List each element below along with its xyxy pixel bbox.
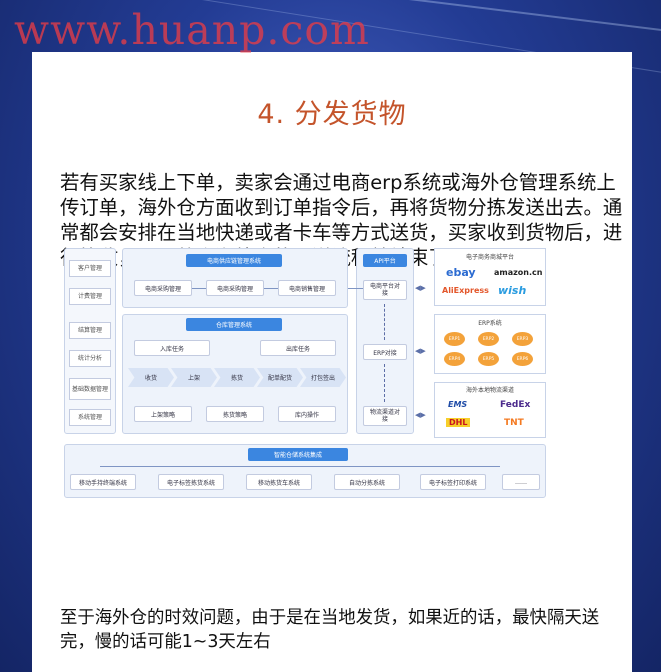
support-item: 电子标签拣货系统 — [158, 474, 224, 490]
outbound-task: 出库任务 — [260, 340, 336, 356]
api-header: API平台 — [363, 254, 407, 267]
ecommerce-step: 电商采购管理 — [206, 280, 264, 296]
strategy: 上架策略 — [134, 406, 192, 422]
flow-step: 收货 — [128, 368, 174, 387]
connector — [100, 466, 500, 467]
tnt-logo: TNT — [504, 418, 524, 428]
aliexpress-logo: AliExpress — [442, 286, 489, 295]
dhl-logo: DHL — [446, 418, 471, 427]
warehouse-system-diagram: 客户管理 计费管理 结算管理 统计分析 基础数据管理 系统管理 电商供应链管理系… — [64, 248, 564, 578]
connector — [264, 288, 278, 289]
dashed-connector — [384, 364, 385, 402]
side-item: 基础数据管理 — [69, 378, 111, 400]
api-item: 物流渠道对接 — [363, 406, 407, 426]
support-item: 自动分拣系统 — [334, 474, 400, 490]
connector — [192, 288, 206, 289]
erp-item: ERP3 — [512, 332, 533, 346]
erp-item: ERP6 — [512, 352, 533, 366]
api-item: 电商平台对接 — [363, 280, 407, 300]
platform-box-title: 电子商务商城平台 — [465, 254, 514, 261]
erp-item: ERP4 — [444, 352, 465, 366]
section-title: 4. 分发货物 — [257, 99, 407, 130]
watermark: www.huanp.com — [14, 6, 370, 54]
support-item: 电子标签打印系统 — [420, 474, 486, 490]
logistics-box — [434, 382, 546, 438]
side-item: 结算管理 — [69, 322, 111, 339]
api-item: ERP对接 — [363, 344, 407, 360]
support-item: …… — [502, 474, 540, 490]
ebay-logo: ebay — [446, 266, 476, 279]
paragraph-timing: 至于海外仓的时效问题，由于是在当地发货，如果近的话，最快隔天送完，慢的话可能1~… — [60, 608, 600, 652]
side-item: 计费管理 — [69, 288, 111, 305]
arrow-right: ◀▶ — [415, 347, 426, 355]
amazon-logo: amazon.cn — [494, 268, 543, 277]
side-item: 客户管理 — [69, 260, 111, 277]
arrow-right: ◀▶ — [415, 411, 426, 419]
inbound-task: 入库任务 — [134, 340, 210, 356]
flow-step: 拣货 — [214, 368, 260, 387]
erp-item: ERP5 — [478, 352, 499, 366]
support-item: 移动手持终端系统 — [70, 474, 136, 490]
flow-step: 打包签出 — [300, 368, 346, 387]
logistics-box-title: 海外本地物流渠道 — [465, 387, 514, 394]
ecommerce-step: 电商采购管理 — [134, 280, 192, 296]
flow-step: 配单配货 — [257, 368, 303, 387]
erp-item: ERP2 — [478, 332, 499, 346]
fedex-logo: FedEx — [500, 400, 531, 410]
side-menu-box — [64, 248, 116, 434]
side-item: 系统管理 — [69, 409, 111, 426]
ecommerce-header: 电商供应链管理系统 — [186, 254, 282, 267]
arrow-right: ◀▶ — [415, 284, 426, 292]
ecommerce-step: 电商销售管理 — [278, 280, 336, 296]
content-card: 4. 分发货物 若有买家线上下单，卖家会通过电商erp系统或海外仓管理系统上传订… — [32, 52, 632, 672]
connector — [348, 288, 363, 289]
support-header: 智能仓储系统集成 — [248, 448, 348, 461]
side-item: 统计分析 — [69, 350, 111, 367]
strategy: 库内操作 — [278, 406, 336, 422]
dashed-connector — [384, 304, 385, 340]
warehouse-header: 仓库管理系统 — [186, 318, 282, 331]
ems-logo: EMS — [448, 400, 468, 409]
wish-logo: wish — [498, 284, 527, 297]
flow-step: 上架 — [171, 368, 217, 387]
support-item: 移动拣货车系统 — [246, 474, 312, 490]
ecommerce-platform-box — [434, 248, 546, 306]
strategy: 拣货策略 — [206, 406, 264, 422]
api-box — [356, 248, 414, 434]
erp-box-title: ERP系统 — [478, 320, 502, 327]
erp-item: ERP1 — [444, 332, 465, 346]
